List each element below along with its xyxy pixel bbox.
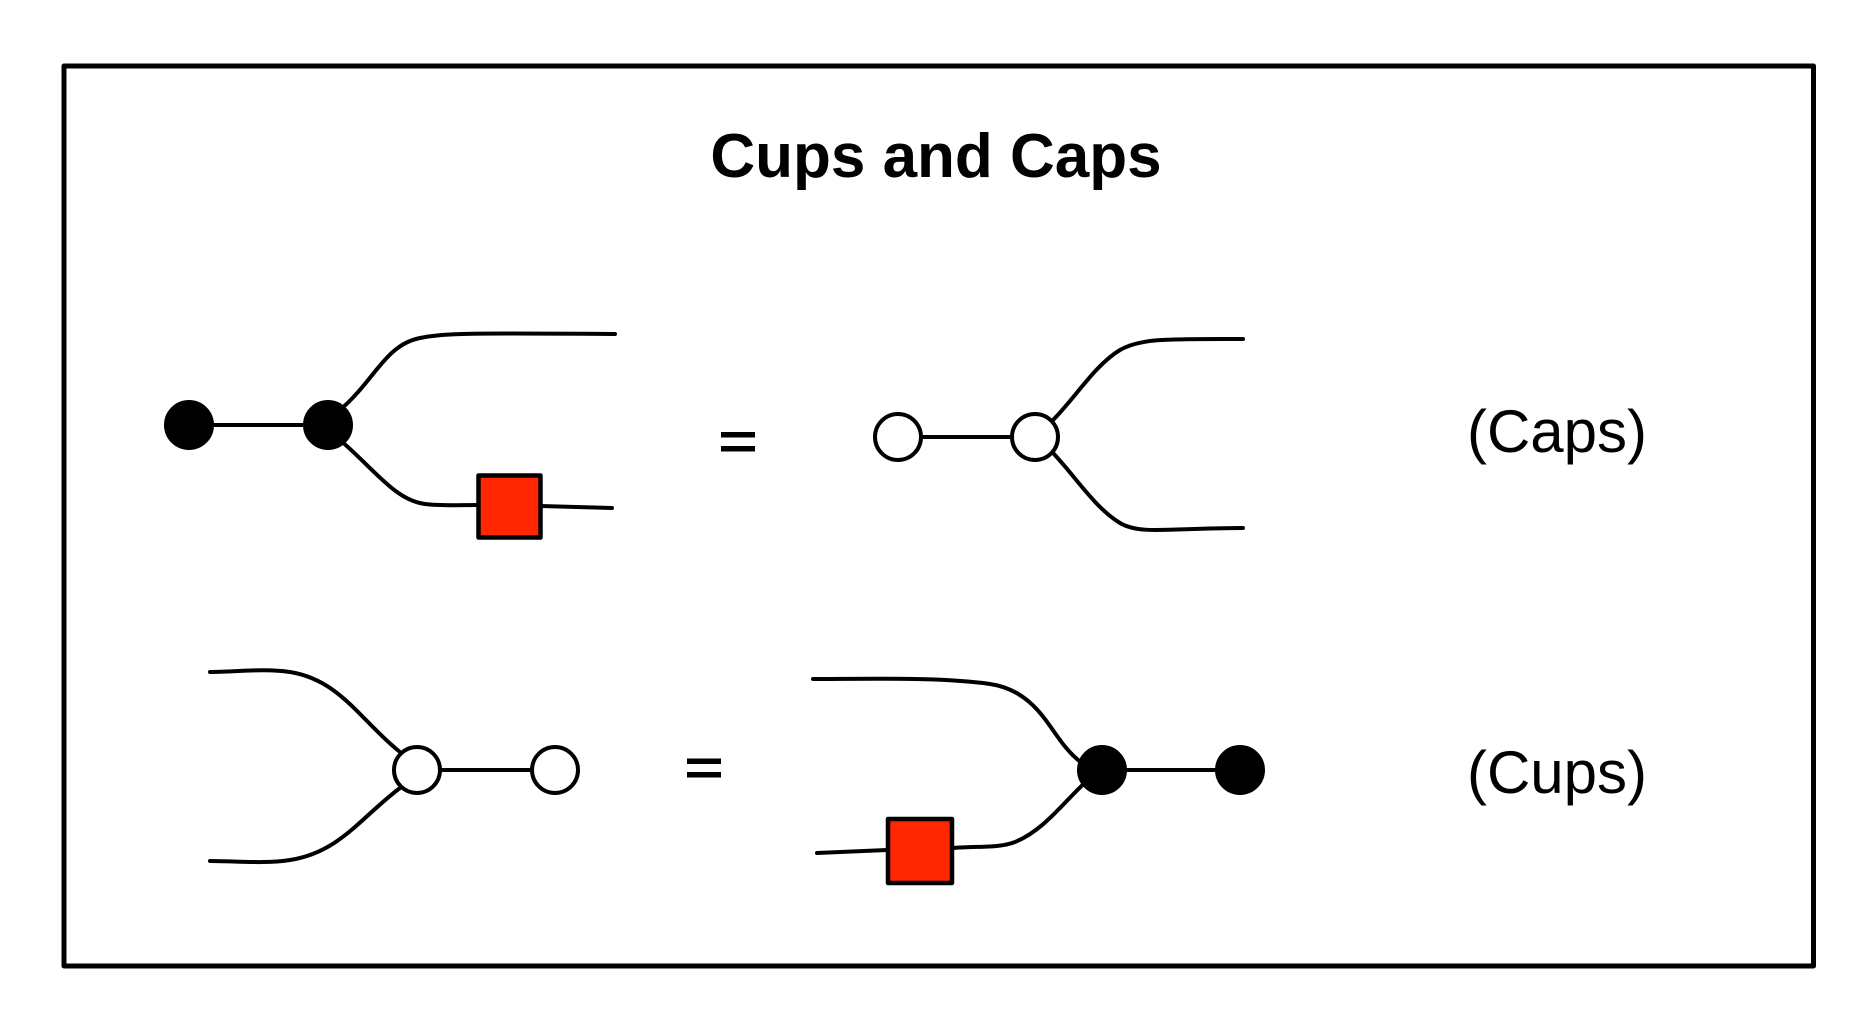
caps-equals-sign — [721, 432, 755, 452]
equation-caps: (Caps) — [164, 331, 1647, 540]
caps-rhs-wire-b-output-top — [1051, 336, 1245, 422]
cups-rhs-wire-input-bottom-box — [815, 848, 889, 855]
equals-bar-top — [721, 432, 755, 438]
cups-equals-sign — [687, 758, 721, 778]
cups-rhs — [811, 676, 1265, 886]
caps-lhs-filled-spider-a — [164, 400, 214, 450]
caps-lhs-wire-box-output-bottom — [539, 504, 614, 510]
cups-rhs-red-box — [885, 816, 955, 886]
equation-cups: (Cups) — [208, 668, 1647, 886]
equals-bar-bottom — [721, 446, 755, 452]
cups-lhs-wire-input-top-b — [208, 668, 402, 754]
caps-lhs-wire-b-box — [338, 438, 479, 508]
equals-bar-bottom — [687, 772, 721, 778]
caps-lhs — [164, 331, 617, 540]
cups-lhs-open-spider-b — [392, 745, 442, 795]
caps-rhs — [873, 336, 1245, 532]
caps-rhs-open-spider-b — [1010, 412, 1060, 462]
caps-rhs-open-spider-a — [873, 412, 923, 462]
cups-rhs-wire-input-top-b — [811, 676, 1092, 772]
caps-lhs-wire-b-output-top — [338, 331, 617, 412]
cups-rhs-wire-box-b — [951, 776, 1092, 850]
caps-rhs-wire-b-output-bottom — [1051, 451, 1245, 532]
caps-label: (Caps) — [1467, 398, 1647, 465]
cups-lhs — [208, 668, 580, 865]
cups-lhs-open-spider-a — [530, 745, 580, 795]
equals-bar-top — [687, 758, 721, 764]
diagram-frame — [61, 63, 1816, 969]
cups-rhs-filled-spider-b — [1077, 745, 1127, 795]
caps-lhs-filled-spider-b — [303, 400, 353, 450]
cups-rhs-filled-spider-a — [1215, 745, 1265, 795]
diagram-title: Cups and Caps — [710, 122, 1161, 191]
caps-lhs-red-box — [476, 473, 543, 540]
cups-lhs-wire-input-bottom-b — [208, 786, 402, 865]
cups-label: (Cups) — [1467, 739, 1647, 806]
